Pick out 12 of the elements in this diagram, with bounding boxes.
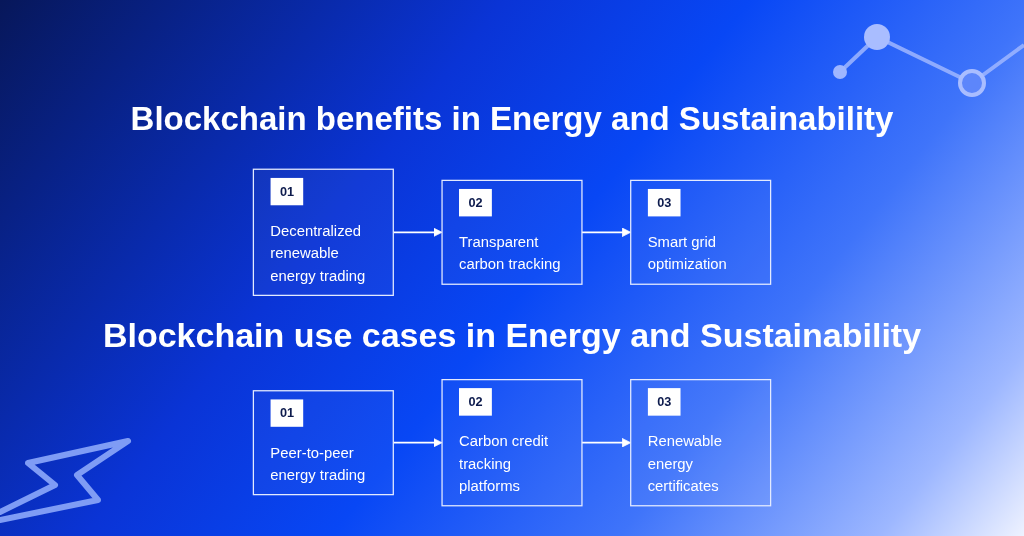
arrow xyxy=(392,227,443,237)
title: Blockchain benefits in Energy and Sustainability xyxy=(130,100,894,138)
arrow xyxy=(392,438,443,448)
section-heading: Blockchain use cases in Energy and Sustainability xyxy=(102,316,922,355)
node-box: 03 Smart grid optimization xyxy=(630,179,772,285)
node-box: 01 Peer-to-peer energy trading xyxy=(252,390,394,496)
node-box: 02 Carbon credit tracking platforms xyxy=(441,379,583,507)
node-box: 02 Transparent carbon tracking xyxy=(441,179,583,285)
arrow xyxy=(581,227,632,237)
node-box: 03 Renewable energy certificates xyxy=(630,379,772,507)
arrow xyxy=(581,438,632,448)
node-box: 01 Decentralized renewable energy trading xyxy=(252,168,394,296)
